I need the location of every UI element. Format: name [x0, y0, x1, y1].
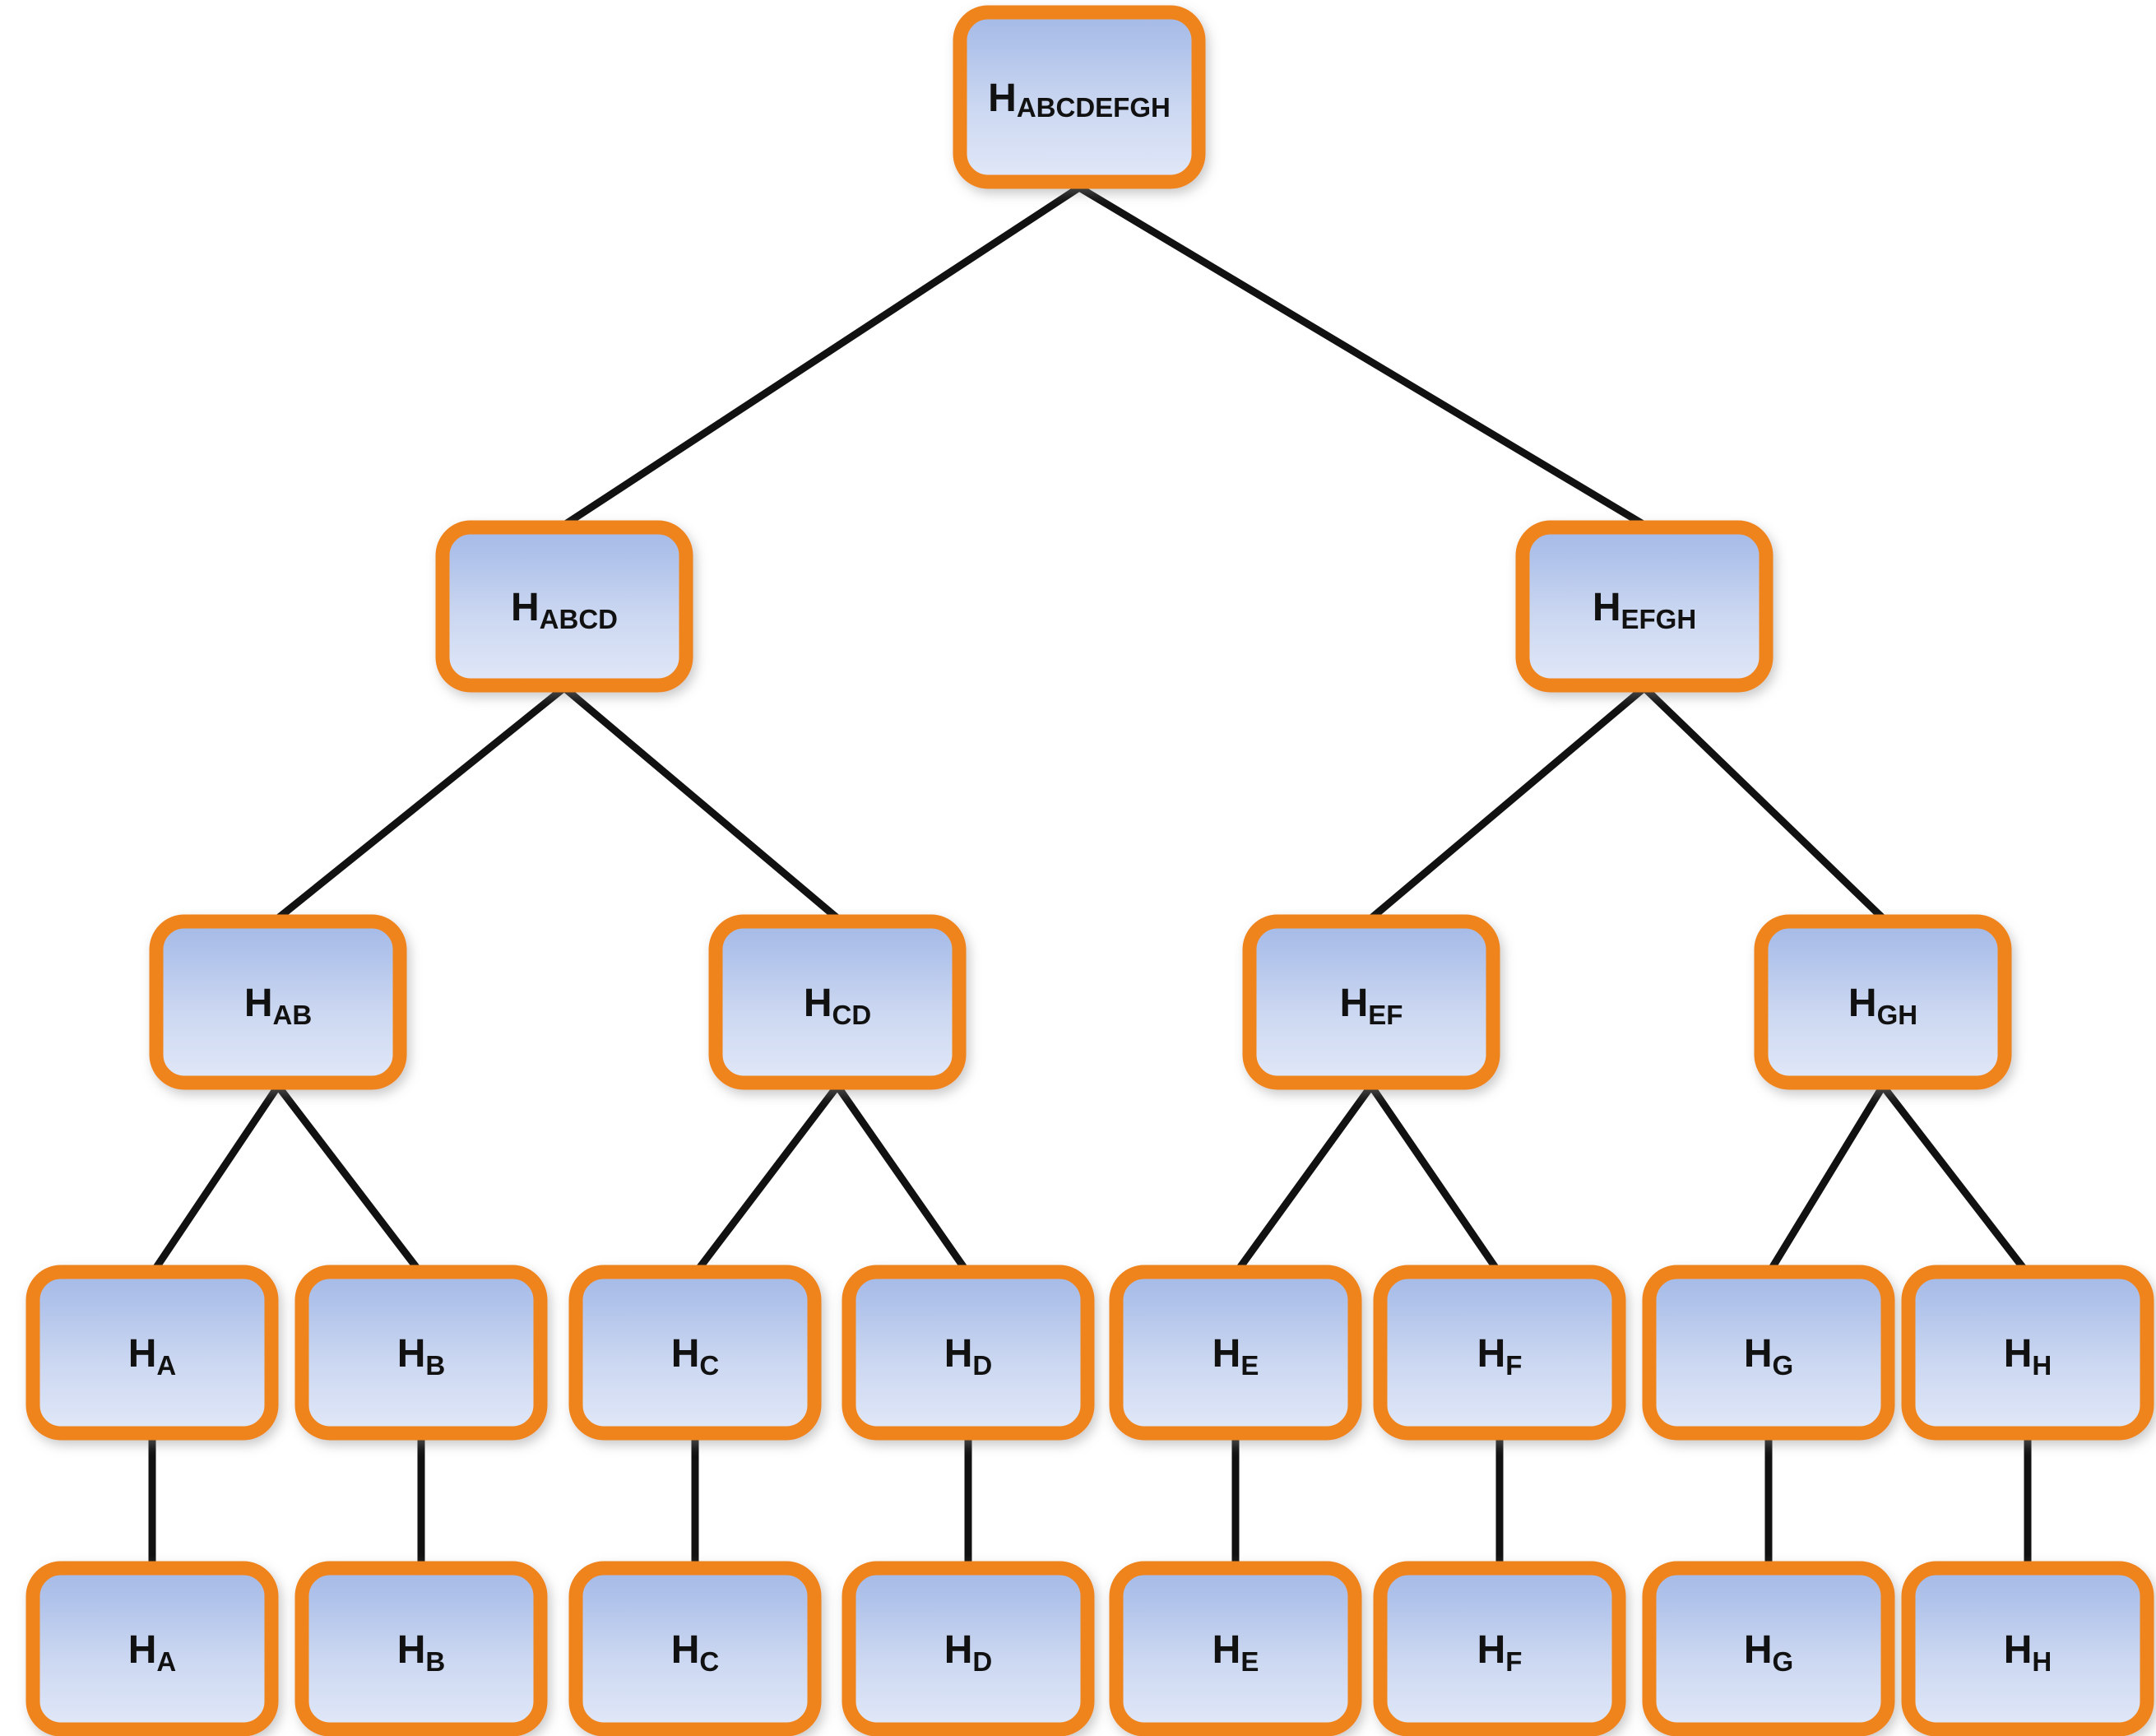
node-label-d-g: HG: [1744, 1628, 1793, 1677]
tree-node-d-h[interactable]: HH: [1901, 1561, 2154, 1736]
node-label-n-gh: HGH: [1848, 982, 1917, 1030]
tree-node-d-b[interactable]: HB: [294, 1561, 548, 1736]
node-label-d-e: HE: [1212, 1628, 1259, 1677]
node-shape: [1754, 914, 2012, 1090]
tree-edge-n-ab-to-n-a: [148, 1082, 282, 1278]
tree-edge-n-abcdefgh-to-n-abcd: [560, 183, 1083, 529]
tree-node-d-d[interactable]: HD: [842, 1561, 1095, 1736]
tree-edge-n-abcdefgh-to-n-efgh: [1075, 183, 1648, 529]
tree-node-n-abcd[interactable]: HABCD: [435, 520, 693, 693]
node-shape: [435, 520, 693, 693]
node-label-d-a: HA: [128, 1628, 177, 1677]
node-label-n-efgh: HEFGH: [1593, 586, 1696, 634]
tree-edge-n-abcd-to-n-ab: [274, 684, 568, 922]
node-label-n-ab: HAB: [244, 982, 312, 1030]
node-label-n-g: HG: [1744, 1332, 1793, 1381]
node-label-d-d: HD: [944, 1628, 993, 1677]
nodes-layer: HABCDEFGH HABCD HEFGH HAB HCD HEF HGH HA HB HC HD H…: [26, 5, 2154, 1736]
node-shape: [842, 1561, 1095, 1736]
tree-node-n-efgh[interactable]: HEFGH: [1515, 520, 1773, 693]
tree-node-n-d[interactable]: HD: [842, 1265, 1095, 1441]
node-shape: [1242, 914, 1500, 1090]
node-label-d-f: HF: [1477, 1628, 1523, 1677]
node-label-n-b: HB: [397, 1332, 446, 1381]
tree-edge-n-abcd-to-n-cd: [560, 684, 842, 922]
node-shape: [1515, 520, 1773, 693]
node-label-n-abcd: HABCD: [511, 586, 618, 634]
tree-node-d-c[interactable]: HC: [568, 1561, 822, 1736]
node-label-n-f: HF: [1477, 1332, 1523, 1381]
tree-edge-n-gh-to-n-h: [1879, 1082, 2032, 1278]
node-label-n-ef: HEF: [1340, 982, 1403, 1030]
tree-node-d-e[interactable]: HE: [1109, 1561, 1362, 1736]
tree-node-n-gh[interactable]: HGH: [1754, 914, 2012, 1090]
tree-node-n-c[interactable]: HC: [568, 1265, 822, 1441]
tree-node-n-f[interactable]: HF: [1373, 1265, 1626, 1441]
node-label-d-c: HC: [671, 1628, 720, 1677]
node-label-n-d: HD: [944, 1332, 993, 1381]
tree-edge-n-ef-to-n-f: [1367, 1082, 1504, 1278]
node-shape: [568, 1265, 822, 1441]
node-shape: [1642, 1561, 1895, 1736]
node-shape: [1901, 1561, 2154, 1736]
node-label-n-abcdefgh: HABCDEFGH: [988, 77, 1171, 123]
node-shape: [953, 5, 1206, 189]
tree-edge-n-cd-to-n-c: [691, 1082, 842, 1278]
node-label-n-c: HC: [671, 1332, 720, 1381]
tree-node-n-h[interactable]: HH: [1901, 1265, 2154, 1441]
node-shape: [1373, 1561, 1626, 1736]
tree-node-d-f[interactable]: HF: [1373, 1561, 1626, 1736]
node-shape: [294, 1265, 548, 1441]
edges-layer: [148, 183, 2032, 1574]
tree-edge-n-ef-to-n-e: [1231, 1082, 1375, 1278]
node-shape: [1642, 1265, 1895, 1441]
tree-edge-n-ab-to-n-b: [274, 1082, 425, 1278]
node-shape: [1373, 1265, 1626, 1441]
node-shape: [26, 1561, 279, 1736]
tree-node-n-ab[interactable]: HAB: [149, 914, 407, 1090]
node-label-n-a: HA: [128, 1332, 177, 1381]
tree-edge-n-efgh-to-n-ef: [1367, 684, 1648, 922]
tree-node-n-a[interactable]: HA: [26, 1265, 279, 1441]
node-shape: [149, 914, 407, 1090]
node-shape: [568, 1561, 822, 1736]
node-label-n-h: HH: [2004, 1332, 2052, 1381]
tree-node-n-ef[interactable]: HEF: [1242, 914, 1500, 1090]
node-label-n-e: HE: [1212, 1332, 1259, 1381]
tree-node-n-abcdefgh[interactable]: HABCDEFGH: [953, 5, 1206, 189]
node-label-d-h: HH: [2004, 1628, 2052, 1677]
tree-node-d-g[interactable]: HG: [1642, 1561, 1895, 1736]
node-shape: [294, 1561, 548, 1736]
node-shape: [842, 1265, 1095, 1441]
tree-node-n-b[interactable]: HB: [294, 1265, 548, 1441]
tree-node-n-cd[interactable]: HCD: [708, 914, 967, 1090]
tree-node-n-g[interactable]: HG: [1642, 1265, 1895, 1441]
node-label-n-cd: HCD: [804, 982, 871, 1030]
node-shape: [1109, 1561, 1362, 1736]
tree-edge-n-gh-to-n-g: [1764, 1082, 1887, 1278]
tree-edge-n-efgh-to-n-gh: [1640, 684, 1887, 922]
tree-node-n-e[interactable]: HE: [1109, 1265, 1362, 1441]
tree-node-d-a[interactable]: HA: [26, 1561, 279, 1736]
tree-edge-n-cd-to-n-d: [833, 1082, 972, 1278]
node-shape: [1901, 1265, 2154, 1441]
node-label-d-b: HB: [397, 1628, 446, 1677]
node-shape: [26, 1265, 279, 1441]
node-shape: [708, 914, 967, 1090]
node-shape: [1109, 1265, 1362, 1441]
